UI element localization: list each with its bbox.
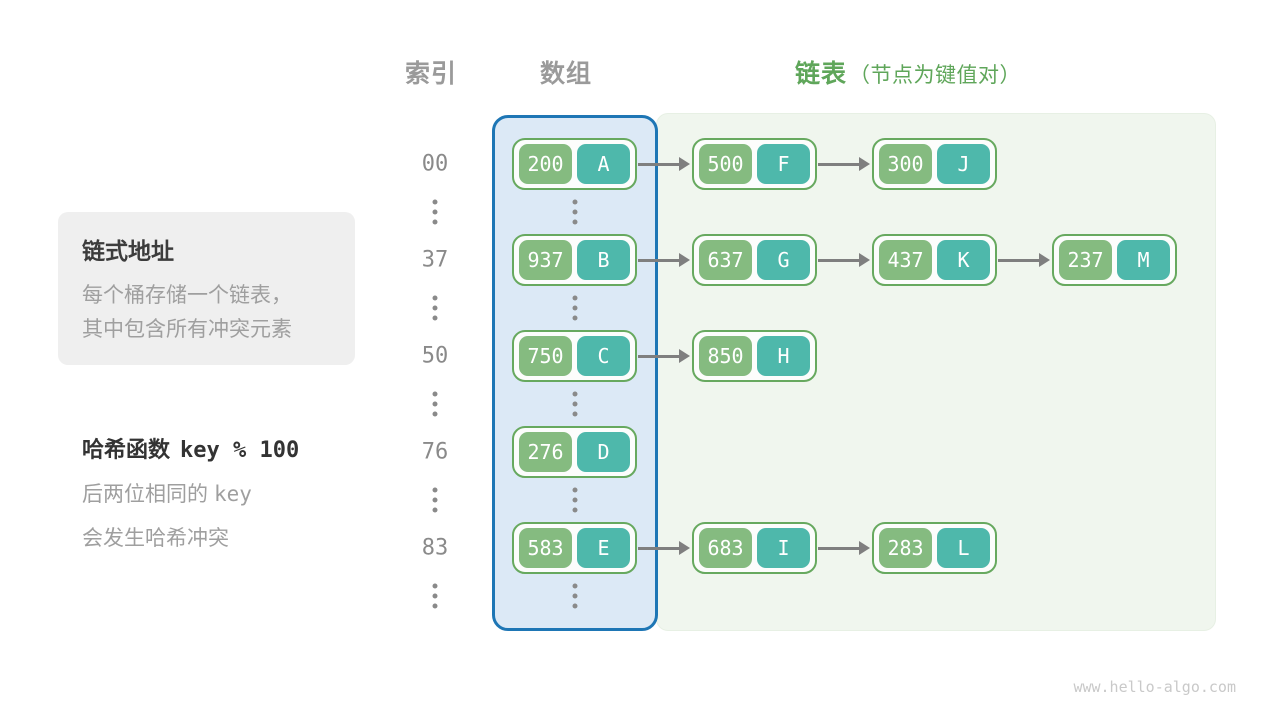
info-card-title: 链式地址 — [82, 239, 174, 265]
node-key: 637 — [699, 240, 752, 280]
node-key: 276 — [519, 432, 572, 472]
chaining-info-card: 链式地址 每个桶存储一个链表， 其中包含所有冲突元素 — [58, 212, 355, 365]
info-card-line1: 每个桶存储一个链表， — [82, 283, 292, 307]
list-header-note: （节点为键值对） — [849, 63, 1022, 87]
node-key: 500 — [699, 144, 752, 184]
index-ellipsis-dots — [432, 583, 438, 609]
next-pointer-arrow — [638, 349, 690, 363]
index-label: 37 — [421, 247, 449, 273]
next-pointer-arrow — [818, 541, 870, 555]
node-key: 850 — [699, 336, 752, 376]
index-ellipsis-dots — [432, 391, 438, 417]
index-ellipsis-dots — [432, 295, 438, 321]
index-label: 50 — [421, 343, 449, 369]
node-key: 200 — [519, 144, 572, 184]
node-key: 683 — [699, 528, 752, 568]
node-value: H — [757, 336, 810, 376]
node-value: D — [577, 432, 630, 472]
node-value: G — [757, 240, 810, 280]
array-ellipsis-dots — [572, 199, 577, 225]
hash-note-line1-code: key — [214, 482, 252, 506]
index-column-header: 索引 — [405, 59, 458, 88]
node-key: 583 — [519, 528, 572, 568]
node-value: C — [577, 336, 630, 376]
node-value: M — [1117, 240, 1170, 280]
index-label: 76 — [421, 439, 449, 465]
list-header-label: 链表 — [795, 59, 848, 88]
node-key: 237 — [1059, 240, 1112, 280]
index-label: 00 — [421, 151, 449, 177]
next-pointer-arrow — [638, 541, 690, 555]
node-value: E — [577, 528, 630, 568]
node-value: A — [577, 144, 630, 184]
array-ellipsis-dots — [572, 583, 577, 609]
next-pointer-arrow — [638, 253, 690, 267]
hash-note-line1-text: 后两位相同的 — [82, 482, 208, 506]
node-key: 283 — [879, 528, 932, 568]
node-key: 750 — [519, 336, 572, 376]
next-pointer-arrow — [638, 157, 690, 171]
info-card-line2: 其中包含所有冲突元素 — [82, 317, 292, 341]
array-column-header: 数组 — [540, 59, 593, 88]
node-key: 300 — [879, 144, 932, 184]
node-value: I — [757, 528, 810, 568]
node-value: F — [757, 144, 810, 184]
array-ellipsis-dots — [572, 391, 577, 417]
list-column-header: 链表 （节点为键值对） — [795, 54, 1021, 90]
next-pointer-arrow — [818, 253, 870, 267]
node-value: L — [937, 528, 990, 568]
index-label: 83 — [421, 535, 449, 561]
node-value: J — [937, 144, 990, 184]
node-key: 437 — [879, 240, 932, 280]
index-ellipsis-dots — [432, 487, 438, 513]
hash-function-code: key % 100 — [180, 438, 300, 463]
node-value: B — [577, 240, 630, 280]
index-ellipsis-dots — [432, 199, 438, 225]
node-value: K — [937, 240, 990, 280]
array-ellipsis-dots — [572, 487, 577, 513]
hash-function-title-text: 哈希函数 — [82, 438, 171, 463]
hash-note-line2: 会发生哈希冲突 — [82, 526, 229, 550]
watermark: www.hello-algo.com — [1073, 678, 1236, 696]
next-pointer-arrow — [818, 157, 870, 171]
hash-function-title: 哈希函数 key % 100 — [82, 432, 299, 464]
node-key: 937 — [519, 240, 572, 280]
array-ellipsis-dots — [572, 295, 577, 321]
next-pointer-arrow — [998, 253, 1050, 267]
